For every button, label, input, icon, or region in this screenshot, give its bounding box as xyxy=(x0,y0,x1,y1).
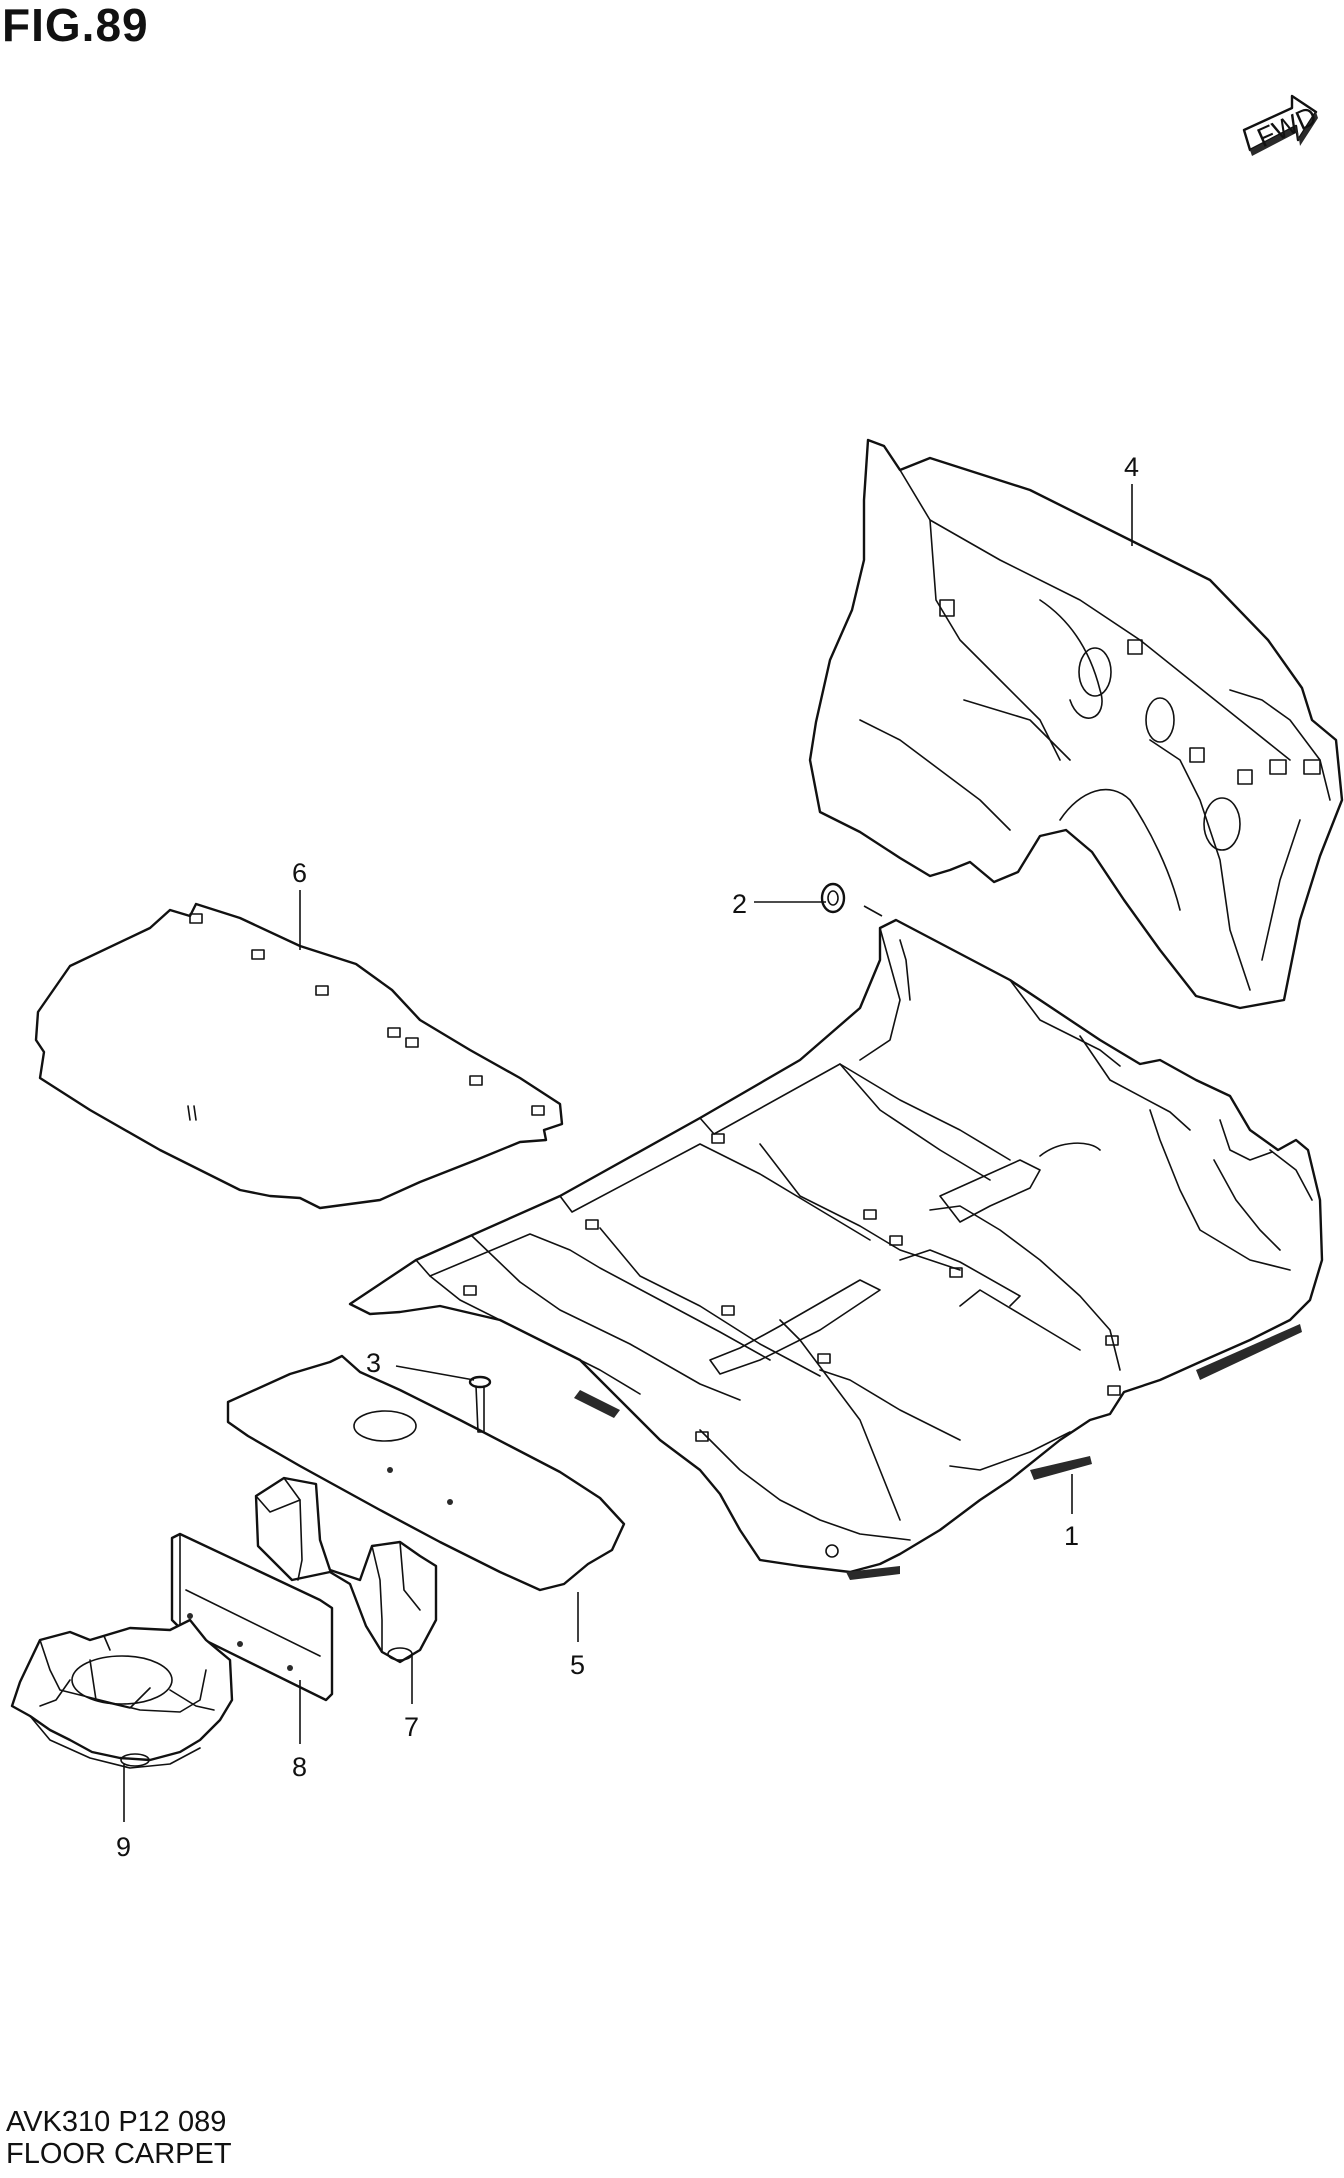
part-4-dash-silencer xyxy=(808,438,1344,1010)
callout-3: 3 xyxy=(366,1348,381,1378)
callout-9: 9 xyxy=(116,1832,131,1862)
callout-8: 8 xyxy=(292,1752,307,1782)
callout-7: 7 xyxy=(404,1712,419,1742)
callout-6: 6 xyxy=(292,858,307,888)
part-9-tire-tray xyxy=(10,1618,234,1769)
forward-arrow-icon: FWD xyxy=(1242,94,1321,156)
part-5-trunk-board xyxy=(226,1354,626,1592)
figure-title: FIG.89 xyxy=(2,0,149,51)
callout-5: 5 xyxy=(570,1650,585,1680)
part-3-clip xyxy=(468,1375,492,1433)
figure-name: FLOOR CARPET xyxy=(6,2138,232,2170)
part-6-rear-mat xyxy=(34,902,564,1210)
callout-2: 2 xyxy=(732,889,747,919)
part-8-partition xyxy=(170,1532,334,1702)
part-2-grommet xyxy=(820,882,846,914)
leader-lines xyxy=(123,484,1133,1822)
forward-arrow-label: FWD xyxy=(1253,101,1321,153)
callout-labels: 1 2 3 4 5 6 7 8 9 xyxy=(116,452,1139,1862)
figure-code: AVK310 P12 089 xyxy=(6,2106,227,2138)
part-7-side-box xyxy=(254,1476,438,1664)
callout-1: 1 xyxy=(1064,1521,1079,1551)
part-1-floor-carpet xyxy=(348,918,1324,1580)
callout-4: 4 xyxy=(1124,452,1139,482)
